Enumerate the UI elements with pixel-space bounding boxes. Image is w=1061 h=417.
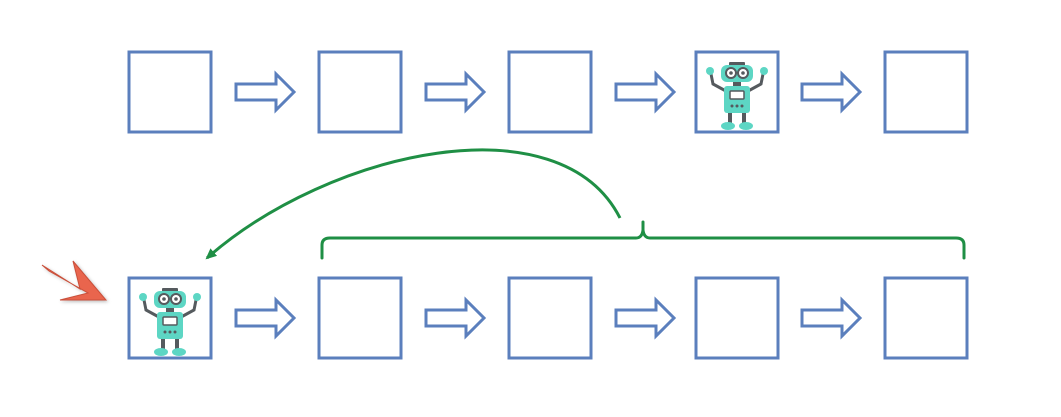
top-row xyxy=(127,50,969,134)
span-bracket xyxy=(320,220,966,260)
red-pointer-arrow-icon xyxy=(41,260,108,301)
step-box xyxy=(127,50,213,134)
right-arrow-outline-icon xyxy=(424,70,487,114)
right-arrow-outline-icon xyxy=(614,296,677,340)
robot-icon xyxy=(706,62,768,130)
step-box xyxy=(317,276,403,360)
step-box xyxy=(317,50,403,134)
step-box-frame xyxy=(317,276,403,360)
step-box xyxy=(883,50,969,134)
step-box-frame xyxy=(883,276,969,360)
robot-icon xyxy=(139,288,201,356)
right-arrow-outline-icon xyxy=(800,296,863,340)
right-arrow-outline-icon xyxy=(614,70,677,114)
right-arrow-outline-icon xyxy=(424,296,487,340)
jump-back-curved-arrow xyxy=(205,148,622,260)
step-box-frame xyxy=(507,276,593,360)
bottom-row xyxy=(127,276,969,360)
step-box-frame xyxy=(883,50,969,134)
step-box xyxy=(694,50,780,134)
step-box xyxy=(883,276,969,360)
right-arrow-outline-icon xyxy=(234,296,297,340)
step-box-frame xyxy=(694,276,780,360)
step-box xyxy=(127,276,213,360)
step-box-frame xyxy=(317,50,403,134)
step-box xyxy=(507,276,593,360)
step-box xyxy=(507,50,593,134)
right-arrow-outline-icon xyxy=(800,70,863,114)
step-box-frame xyxy=(507,50,593,134)
right-arrow-outline-icon xyxy=(234,70,297,114)
step-box xyxy=(694,276,780,360)
step-box-frame xyxy=(127,50,213,134)
